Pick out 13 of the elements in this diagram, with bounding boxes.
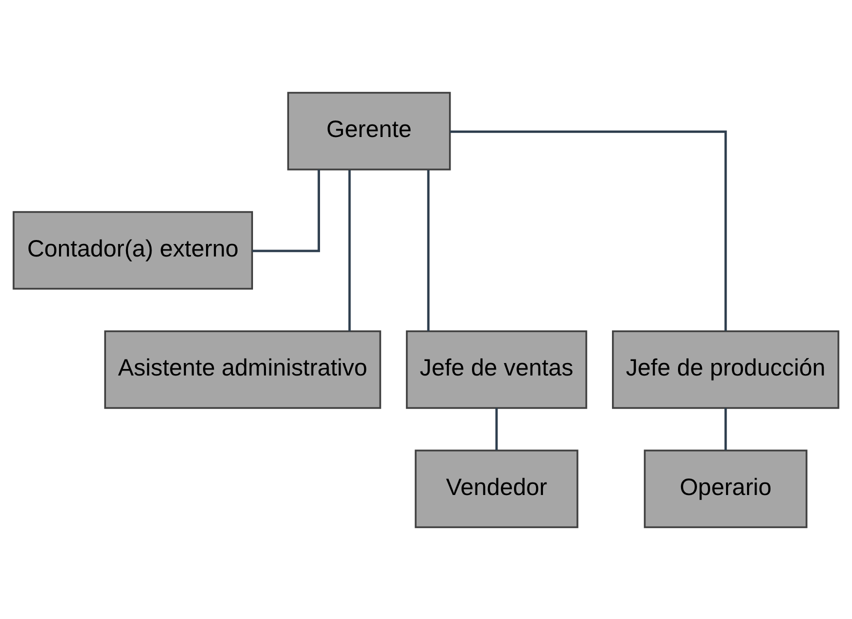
node-box: Asistente administrativo bbox=[104, 330, 382, 408]
node-box: Jefe de producción bbox=[612, 330, 840, 408]
connector bbox=[724, 408, 727, 450]
node-box: Jefe de ventas bbox=[406, 330, 588, 408]
node-box: Operario bbox=[644, 449, 808, 528]
connector bbox=[348, 169, 351, 331]
connector bbox=[450, 130, 727, 330]
node-box: Contador(a) externo bbox=[12, 210, 253, 290]
node-box: Gerente bbox=[287, 91, 451, 170]
connector bbox=[427, 169, 430, 331]
node-box: Vendedor bbox=[414, 449, 578, 528]
connector bbox=[252, 169, 320, 252]
connector bbox=[495, 408, 498, 450]
